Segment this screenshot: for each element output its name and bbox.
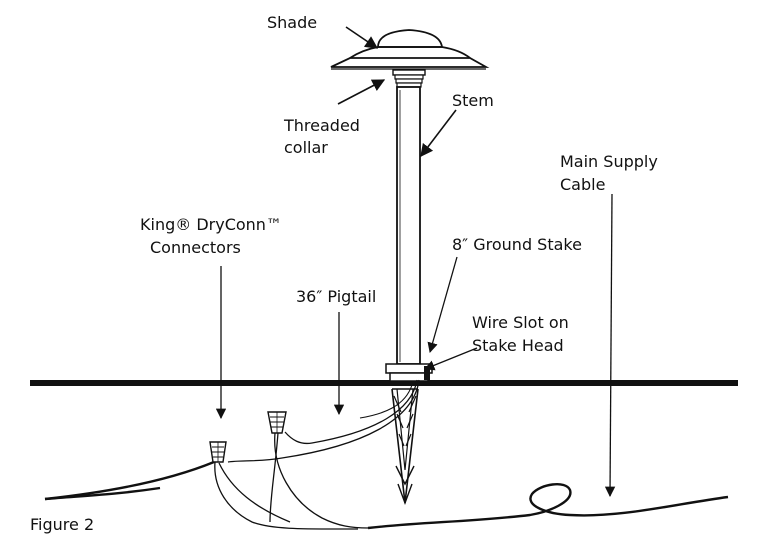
shade-arrow (345, 26, 379, 49)
main-supply-label-2: Cable (560, 175, 605, 194)
stem-graphic (396, 86, 421, 365)
shade-graphic (330, 29, 490, 70)
dryconn-connector-2 (267, 411, 287, 434)
dryconn-connector-1 (209, 441, 227, 463)
stake-head-graphic (385, 363, 433, 382)
main-supply-arrow (604, 193, 616, 498)
shade-label: Shade (267, 13, 317, 32)
main-supply-cable (44, 460, 729, 530)
ground-stake-arrow (427, 256, 458, 354)
connectors-label-1: King® DryConn™ (140, 215, 282, 234)
stem-label: Stem (452, 91, 494, 110)
main-supply-cable-left (44, 486, 161, 501)
wire-slot-label-1: Wire Slot on (472, 313, 569, 332)
wire-slot-label-2: Stake Head (472, 336, 564, 355)
connectors-label-2: Connectors (150, 238, 241, 257)
pigtail-wires (227, 379, 420, 463)
pigtail-label: 36″ Pigtail (296, 287, 376, 306)
figure-caption: Figure 2 (30, 515, 94, 534)
threaded-collar-graphic (392, 69, 426, 88)
threaded-collar-label-2: collar (284, 138, 328, 157)
wire-slot-arrow (424, 347, 478, 371)
threaded-collar-arrow (337, 79, 386, 105)
main-supply-label-1: Main Supply (560, 152, 658, 171)
connector-wires (214, 432, 369, 530)
ground-stake-label: 8″ Ground Stake (452, 235, 582, 254)
threaded-collar-label-1: Threaded (283, 116, 360, 135)
stem-arrow (420, 109, 457, 158)
